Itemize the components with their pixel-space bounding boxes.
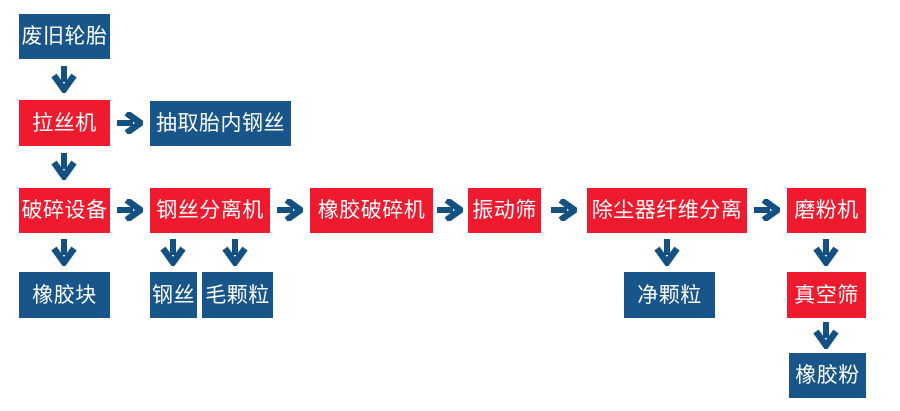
flow-node-label: 净颗粒 (637, 282, 702, 307)
arrow-down-icon (160, 239, 186, 266)
flow-node-label: 橡胶粉 (795, 363, 860, 387)
flow-node-grinding-machine: 磨粉机 (787, 188, 866, 233)
flow-node-steel-wire: 钢丝 (150, 272, 197, 318)
flow-node-waste-tires: 废旧轮胎 (19, 14, 110, 59)
arrow-down-icon (654, 239, 680, 266)
flow-node-steel-wire-separator: 钢丝分离机 (150, 188, 270, 233)
flow-node-label: 废旧轮胎 (21, 24, 108, 48)
flow-node-label: 毛颗粒 (205, 282, 270, 307)
flow-node-label: 钢丝分离机 (156, 198, 264, 222)
arrow-right-icon (117, 199, 143, 221)
flow-node-vacuum-screen: 真空筛 (787, 272, 866, 318)
arrow-right-icon (551, 199, 577, 221)
arrow-down-icon (51, 153, 77, 180)
flow-node-rubber-powder: 橡胶粉 (789, 353, 866, 398)
flow-node-label: 拉丝机 (32, 110, 97, 135)
flow-node-label: 真空筛 (794, 282, 859, 307)
flow-node-label: 橡胶破碎机 (317, 198, 426, 222)
flow-node-label: 破碎设备 (21, 198, 108, 222)
flow-node-wire-drawing-machine: 拉丝机 (19, 100, 110, 146)
flow-node-label: 抽取胎内钢丝 (156, 111, 285, 135)
flow-node-fluff-granules: 毛颗粒 (202, 272, 273, 318)
arrow-right-icon (277, 199, 303, 221)
flow-node-rubber-block: 橡胶块 (19, 272, 110, 318)
arrow-down-icon (813, 239, 839, 266)
flow-node-label: 钢丝 (152, 282, 195, 307)
flow-node-clean-granules: 净颗粒 (624, 272, 715, 318)
arrow-right-icon (117, 112, 143, 134)
arrow-right-icon (754, 199, 780, 221)
arrow-down-icon (813, 322, 839, 349)
arrow-down-icon (51, 66, 77, 93)
flow-node-crushing-equipment: 破碎设备 (19, 188, 110, 233)
arrow-down-icon (51, 239, 77, 266)
flow-node-extract-tire-steel-wire: 抽取胎内钢丝 (150, 101, 291, 146)
arrow-right-icon (437, 199, 463, 221)
flow-node-label: 除尘器纤维分离 (591, 198, 743, 222)
flow-node-label: 橡胶块 (32, 282, 97, 307)
flow-node-label: 振动筛 (472, 198, 537, 222)
flow-node-dust-collector-fiber-separation: 除尘器纤维分离 (587, 188, 747, 233)
flow-node-label: 磨粉机 (794, 198, 859, 222)
flow-node-vibrating-screen: 振动筛 (468, 188, 541, 233)
flow-node-rubber-crusher: 橡胶破碎机 (310, 188, 433, 233)
arrow-down-icon (222, 239, 248, 266)
